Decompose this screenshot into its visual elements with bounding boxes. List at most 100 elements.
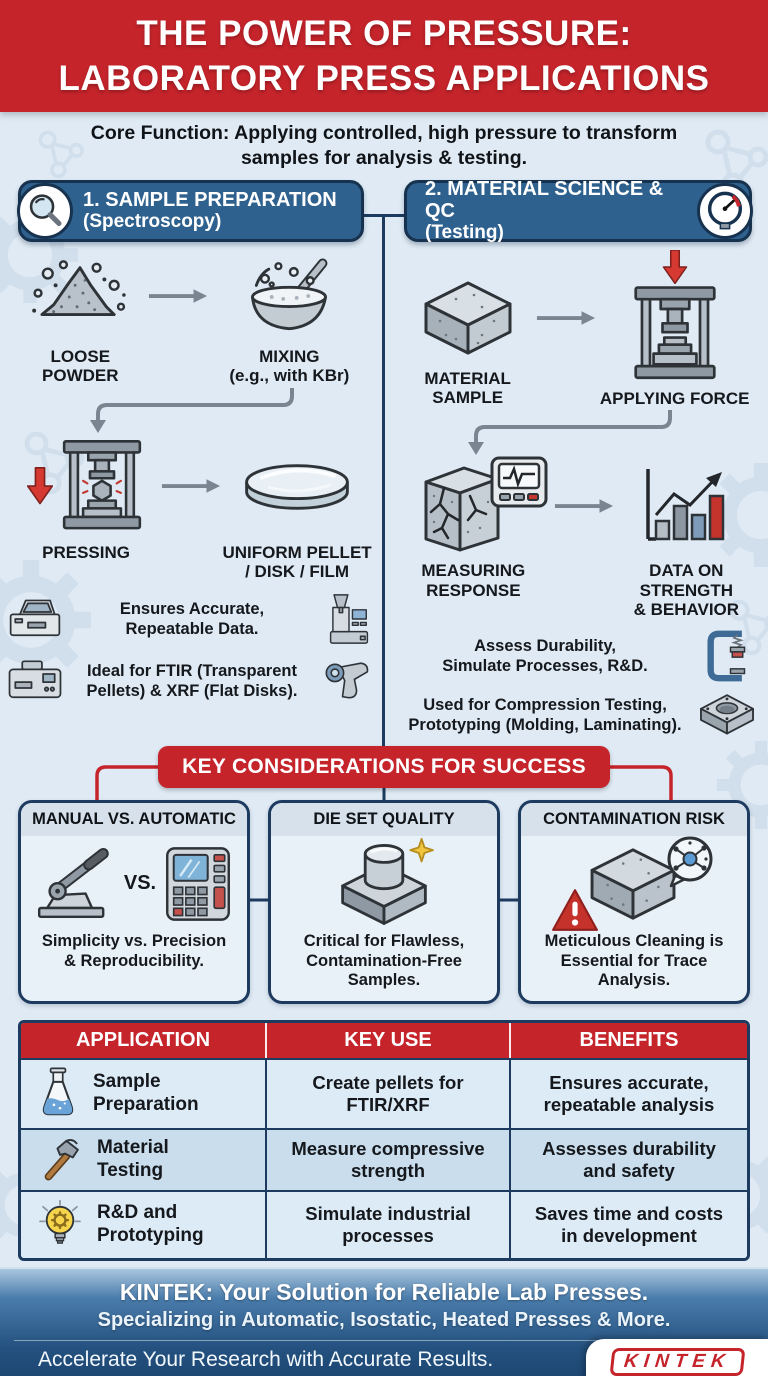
footer-subline: Specializing in Automatic, Isostatic, He… [97, 1308, 671, 1331]
section1-title: 1. SAMPLE PREPARATION [83, 188, 337, 211]
flow-arrow-icon [537, 310, 596, 325]
press-icon [62, 439, 142, 530]
warning-triangle-icon [552, 889, 598, 931]
table-cell: Measure compressive strength [265, 1127, 509, 1190]
flow-arrow [535, 272, 597, 364]
footer-banner: KINTEK: Your Solution for Reliable Lab P… [0, 1266, 768, 1376]
note-row: Used for Compression Testing,Prototyping… [384, 692, 768, 738]
box-title: CONTAMINATION RISK [521, 802, 747, 836]
pellet-press-machine-icon [329, 594, 369, 644]
note-text: Used for Compression Testing,Prototyping… [408, 695, 682, 734]
flow-arrow-icon [554, 499, 613, 514]
section2-header: 2. MATERIAL SCIENCE & QC (Testing) [404, 177, 753, 243]
key-considerations-section: KEY CONSIDERATIONS FOR SUCCESS MANUAL VS… [0, 742, 768, 1010]
application-table: APPLICATION KEY USE BENEFITS Sample Prep… [18, 1019, 750, 1261]
table-cell: Ensures accurate, repeatable analysis [509, 1057, 747, 1128]
core-function-label: Core Function: [90, 122, 230, 144]
flow-arrow-icon [162, 479, 221, 493]
step-pellet: UNIFORM PELLET/ DISK / FILM [222, 434, 372, 582]
molecule-bubble-icon [667, 836, 713, 888]
box-title: DIE SET QUALITY [271, 802, 497, 836]
note-text: Ensures Accurate,Repeatable Data. [119, 599, 265, 638]
note-row: Assess Durability,Simulate Processes, R&… [384, 628, 768, 684]
app-name: Material Testing [97, 1137, 169, 1181]
considerations-banner: KEY CONSIDERATIONS FOR SUCCESS [158, 745, 610, 788]
section1-header: 1. SAMPLE PREPARATION (Spectroscopy) [17, 179, 364, 242]
step-label: UNIFORM PELLET/ DISK / FILM [222, 542, 372, 582]
loose-powder-icon [32, 259, 126, 316]
consideration-box-contamination-risk: CONTAMINATION RISK [518, 799, 750, 1004]
note-text: Assess Durability,Simulate Processes, R&… [442, 636, 648, 675]
box-title: MANUAL VS. AUTOMATIC [21, 802, 247, 836]
elbow-arrow [468, 410, 672, 456]
flow-arrow [147, 250, 209, 342]
consideration-box-die-set-quality: DIE SET QUALITY [268, 799, 500, 1004]
elbow-arrow [90, 387, 294, 433]
vs-label: VS. [123, 872, 157, 895]
mold-die-icon [700, 694, 754, 735]
die-set-icon [341, 837, 434, 925]
table-cell: Create pellets for FTIR/XRF [265, 1057, 509, 1128]
manual-press-icon [37, 847, 109, 918]
core-function-text2: samples for analysis & testing. [240, 147, 528, 170]
control-panel-icon [166, 847, 231, 921]
app-name: Sample Preparation [93, 1071, 199, 1115]
press-icon [634, 285, 716, 379]
kintek-logo-text: KINTEK [622, 1350, 732, 1372]
flow-arrow-icon [148, 288, 207, 303]
bar-chart-icon [646, 469, 725, 541]
table-row: Material Testing [21, 1127, 265, 1190]
table-row: R&D and Prototyping [21, 1189, 265, 1258]
contact-text: Contact Us & Visit [38, 1375, 213, 1376]
page-title-line1: THE POWER OF PRESSURE: [136, 13, 632, 53]
step-pressing: PRESSING [12, 434, 160, 563]
magnifier-icon [29, 194, 62, 226]
table-header-application: APPLICATION [21, 1022, 265, 1058]
note-row: Ensures Accurate,Repeatable Data. [0, 590, 384, 648]
app-name: R&D and Prototyping [97, 1202, 204, 1246]
step-label: PRESSING [42, 542, 130, 562]
footer-headline: KINTEK: Your Solution for Reliable Lab P… [119, 1278, 649, 1305]
section2-title: 2. MATERIAL SCIENCE & QC [425, 177, 664, 223]
flow-arrow [160, 434, 222, 538]
table-cell: Assesses durability and safety [509, 1127, 747, 1190]
table-header-key-use: KEY USE [265, 1022, 509, 1058]
footer-contact-line: Contact Us & Visit kinteksolution.com [38, 1375, 768, 1376]
gauge-badge [697, 182, 753, 239]
gauge-icon [707, 191, 743, 230]
website-link[interactable]: kinteksolution.com [213, 1375, 404, 1376]
ftir-spectrometer-icon [9, 599, 61, 636]
red-down-arrow-icon [27, 466, 54, 505]
flow-columns: 1. SAMPLE PREPARATION (Spectroscopy) 2. … [0, 177, 768, 748]
page-title-line2: LABORATORY PRESS APPLICATIONS [58, 59, 710, 98]
red-down-arrow-icon [662, 249, 687, 284]
step-mixing: MIXING(e.g., with KBr) [209, 250, 370, 386]
flow-arrow [553, 456, 615, 556]
footer-cta-line: Accelerate Your Research with Accurate R… [38, 1347, 494, 1371]
xrf-spectrometer-icon [8, 660, 62, 698]
title-banner: THE POWER OF PRESSURE: LABORATORY PRESS … [0, 0, 768, 112]
kintek-logo-box: KINTEK [609, 1347, 745, 1376]
table-cell: Saves time and costs in development [509, 1189, 747, 1258]
center-divider-line [382, 213, 385, 748]
xrf-gun-icon [325, 662, 369, 699]
table-cell: Simulate industrial processes [265, 1189, 509, 1258]
core-function-text1: Applying controlled, high pressure to tr… [234, 122, 678, 144]
footer-divider [14, 1339, 754, 1341]
hammer-icon [44, 1138, 79, 1181]
step-label: APPLYING FORCE [599, 388, 750, 408]
flask-icon [42, 1067, 74, 1116]
idea-bulb-icon [39, 1199, 81, 1244]
